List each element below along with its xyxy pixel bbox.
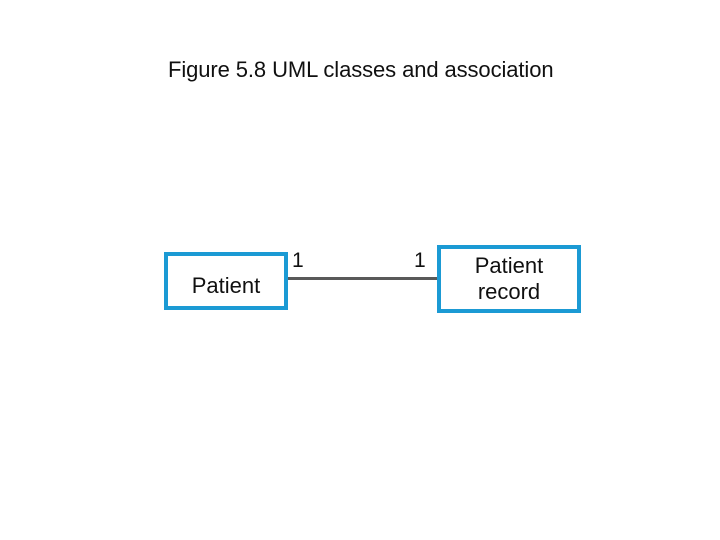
multiplicity-label-source: 1 (292, 249, 304, 272)
uml-class-name: Patient (191, 273, 261, 298)
uml-class-patient[interactable]: Patient (164, 252, 288, 310)
multiplicity-label-target: 1 (414, 249, 426, 272)
uml-class-name: Patient record (474, 253, 544, 304)
uml-class-patient-record[interactable]: Patient record (437, 245, 581, 313)
figure-title: Figure 5.8 UML classes and association (168, 57, 554, 82)
association-line (286, 277, 438, 280)
